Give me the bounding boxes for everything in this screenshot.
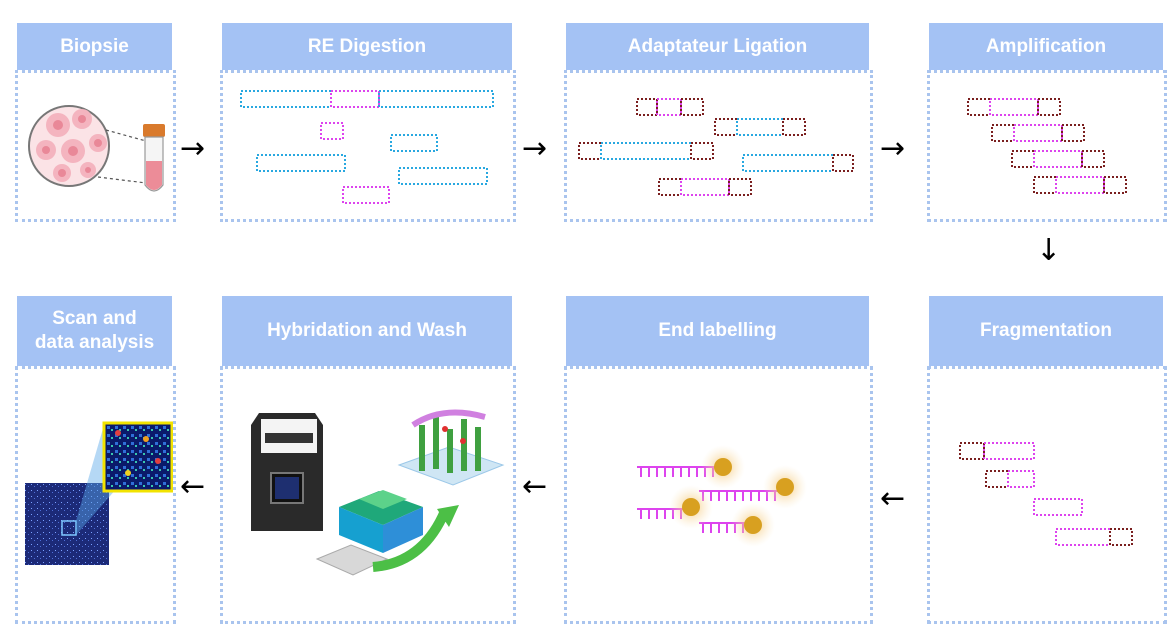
fragmentation-illustration	[959, 442, 1133, 546]
step-box-biopsie	[15, 70, 176, 222]
scan-illustration	[25, 421, 173, 565]
step-box-end-labelling	[564, 366, 873, 624]
biopsy-illustration	[28, 105, 165, 192]
step-header-scan: Scan and data analysis	[17, 296, 172, 366]
probe-strands	[411, 409, 486, 473]
arrow-down: ↓	[1036, 233, 1062, 268]
dna-fragment	[240, 90, 332, 108]
amplification-illustration	[967, 98, 1127, 194]
ligation-illustration	[578, 98, 854, 196]
step-box-amplification	[927, 70, 1167, 222]
step-header-biopsie: Biopsie	[17, 23, 172, 70]
step-header-amplification: Amplification	[929, 23, 1163, 70]
arrow-left-1: ←	[180, 469, 206, 504]
fluorescent-label	[669, 485, 713, 529]
step-box-fragmentation	[927, 366, 1167, 624]
fluorescent-label	[763, 465, 807, 509]
arrow-right-1: →	[180, 131, 206, 166]
step-box-adaptateur-ligation	[564, 70, 873, 222]
step-header-re-digestion: RE Digestion	[222, 23, 512, 70]
arrow-left-3: ←	[880, 481, 906, 516]
step-header-hybridation: Hybridation and Wash	[222, 296, 512, 366]
dna-fragment	[330, 90, 380, 108]
hybridation-illustration	[251, 409, 505, 576]
end-labelling-illustration	[637, 445, 807, 547]
step-header-fragmentation: Fragmentation	[929, 296, 1163, 366]
step-header-end-labelling: End labelling	[566, 296, 869, 366]
fluorescent-label	[701, 445, 745, 489]
arrow-right-3: →	[880, 131, 906, 166]
arrow-right-2: →	[522, 131, 548, 166]
step-header-adaptateur-ligation: Adaptateur Ligation	[566, 23, 869, 70]
re-digestion-illustration	[240, 90, 494, 204]
dna-fragment	[378, 90, 494, 108]
fluorescent-label	[731, 503, 775, 547]
step-box-hybridation	[220, 366, 516, 624]
step-box-scan	[15, 366, 176, 624]
step-box-re-digestion	[220, 70, 516, 222]
arrow-left-2: ←	[522, 469, 548, 504]
